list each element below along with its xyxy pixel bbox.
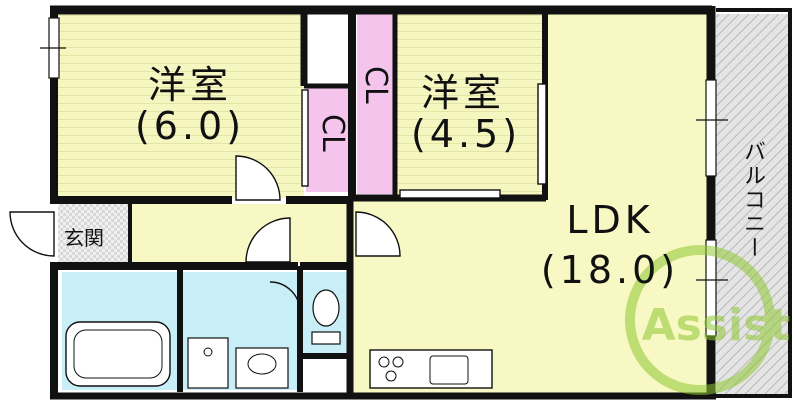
- windows: [40, 17, 728, 337]
- toilet-tank: [311, 331, 341, 345]
- closet-2-label: CL: [358, 66, 393, 104]
- assist-watermark: Assist: [625, 245, 791, 395]
- ldk-size: (18.0): [540, 248, 680, 292]
- kitchen-sink: [429, 355, 469, 385]
- bathtub-inner: [73, 329, 163, 379]
- stove-icon: [378, 356, 404, 382]
- entrance-floor: [58, 204, 130, 264]
- kitchen-counter: [369, 349, 493, 389]
- western-room-1-name: 洋室: [147, 63, 232, 107]
- western-room-1-size: (6.0): [134, 104, 246, 148]
- watermark-text: Assist: [642, 300, 791, 351]
- basin-bowl: [247, 353, 277, 375]
- toilet-bowl: [312, 289, 340, 327]
- western-room-2-size: (4.5): [410, 112, 522, 156]
- western-room-2: [393, 14, 545, 198]
- bathtub: [65, 321, 171, 387]
- closet-2: [357, 14, 393, 194]
- western-room-2-name: 洋室: [420, 71, 505, 115]
- hallway: [128, 204, 350, 264]
- closet-1-label: CL: [315, 114, 350, 152]
- doors: [9, 83, 547, 313]
- drain-icon: [203, 347, 213, 357]
- closet-1: [306, 86, 348, 192]
- ldk-name: LDK: [566, 198, 654, 242]
- entrance-label: 玄関: [64, 226, 104, 250]
- balcony: [716, 14, 788, 394]
- washing-machine-pan: [187, 337, 229, 389]
- balcony-label: バルコニー: [740, 140, 765, 260]
- washbasin: [235, 347, 289, 389]
- ldk-room: [545, 14, 707, 398]
